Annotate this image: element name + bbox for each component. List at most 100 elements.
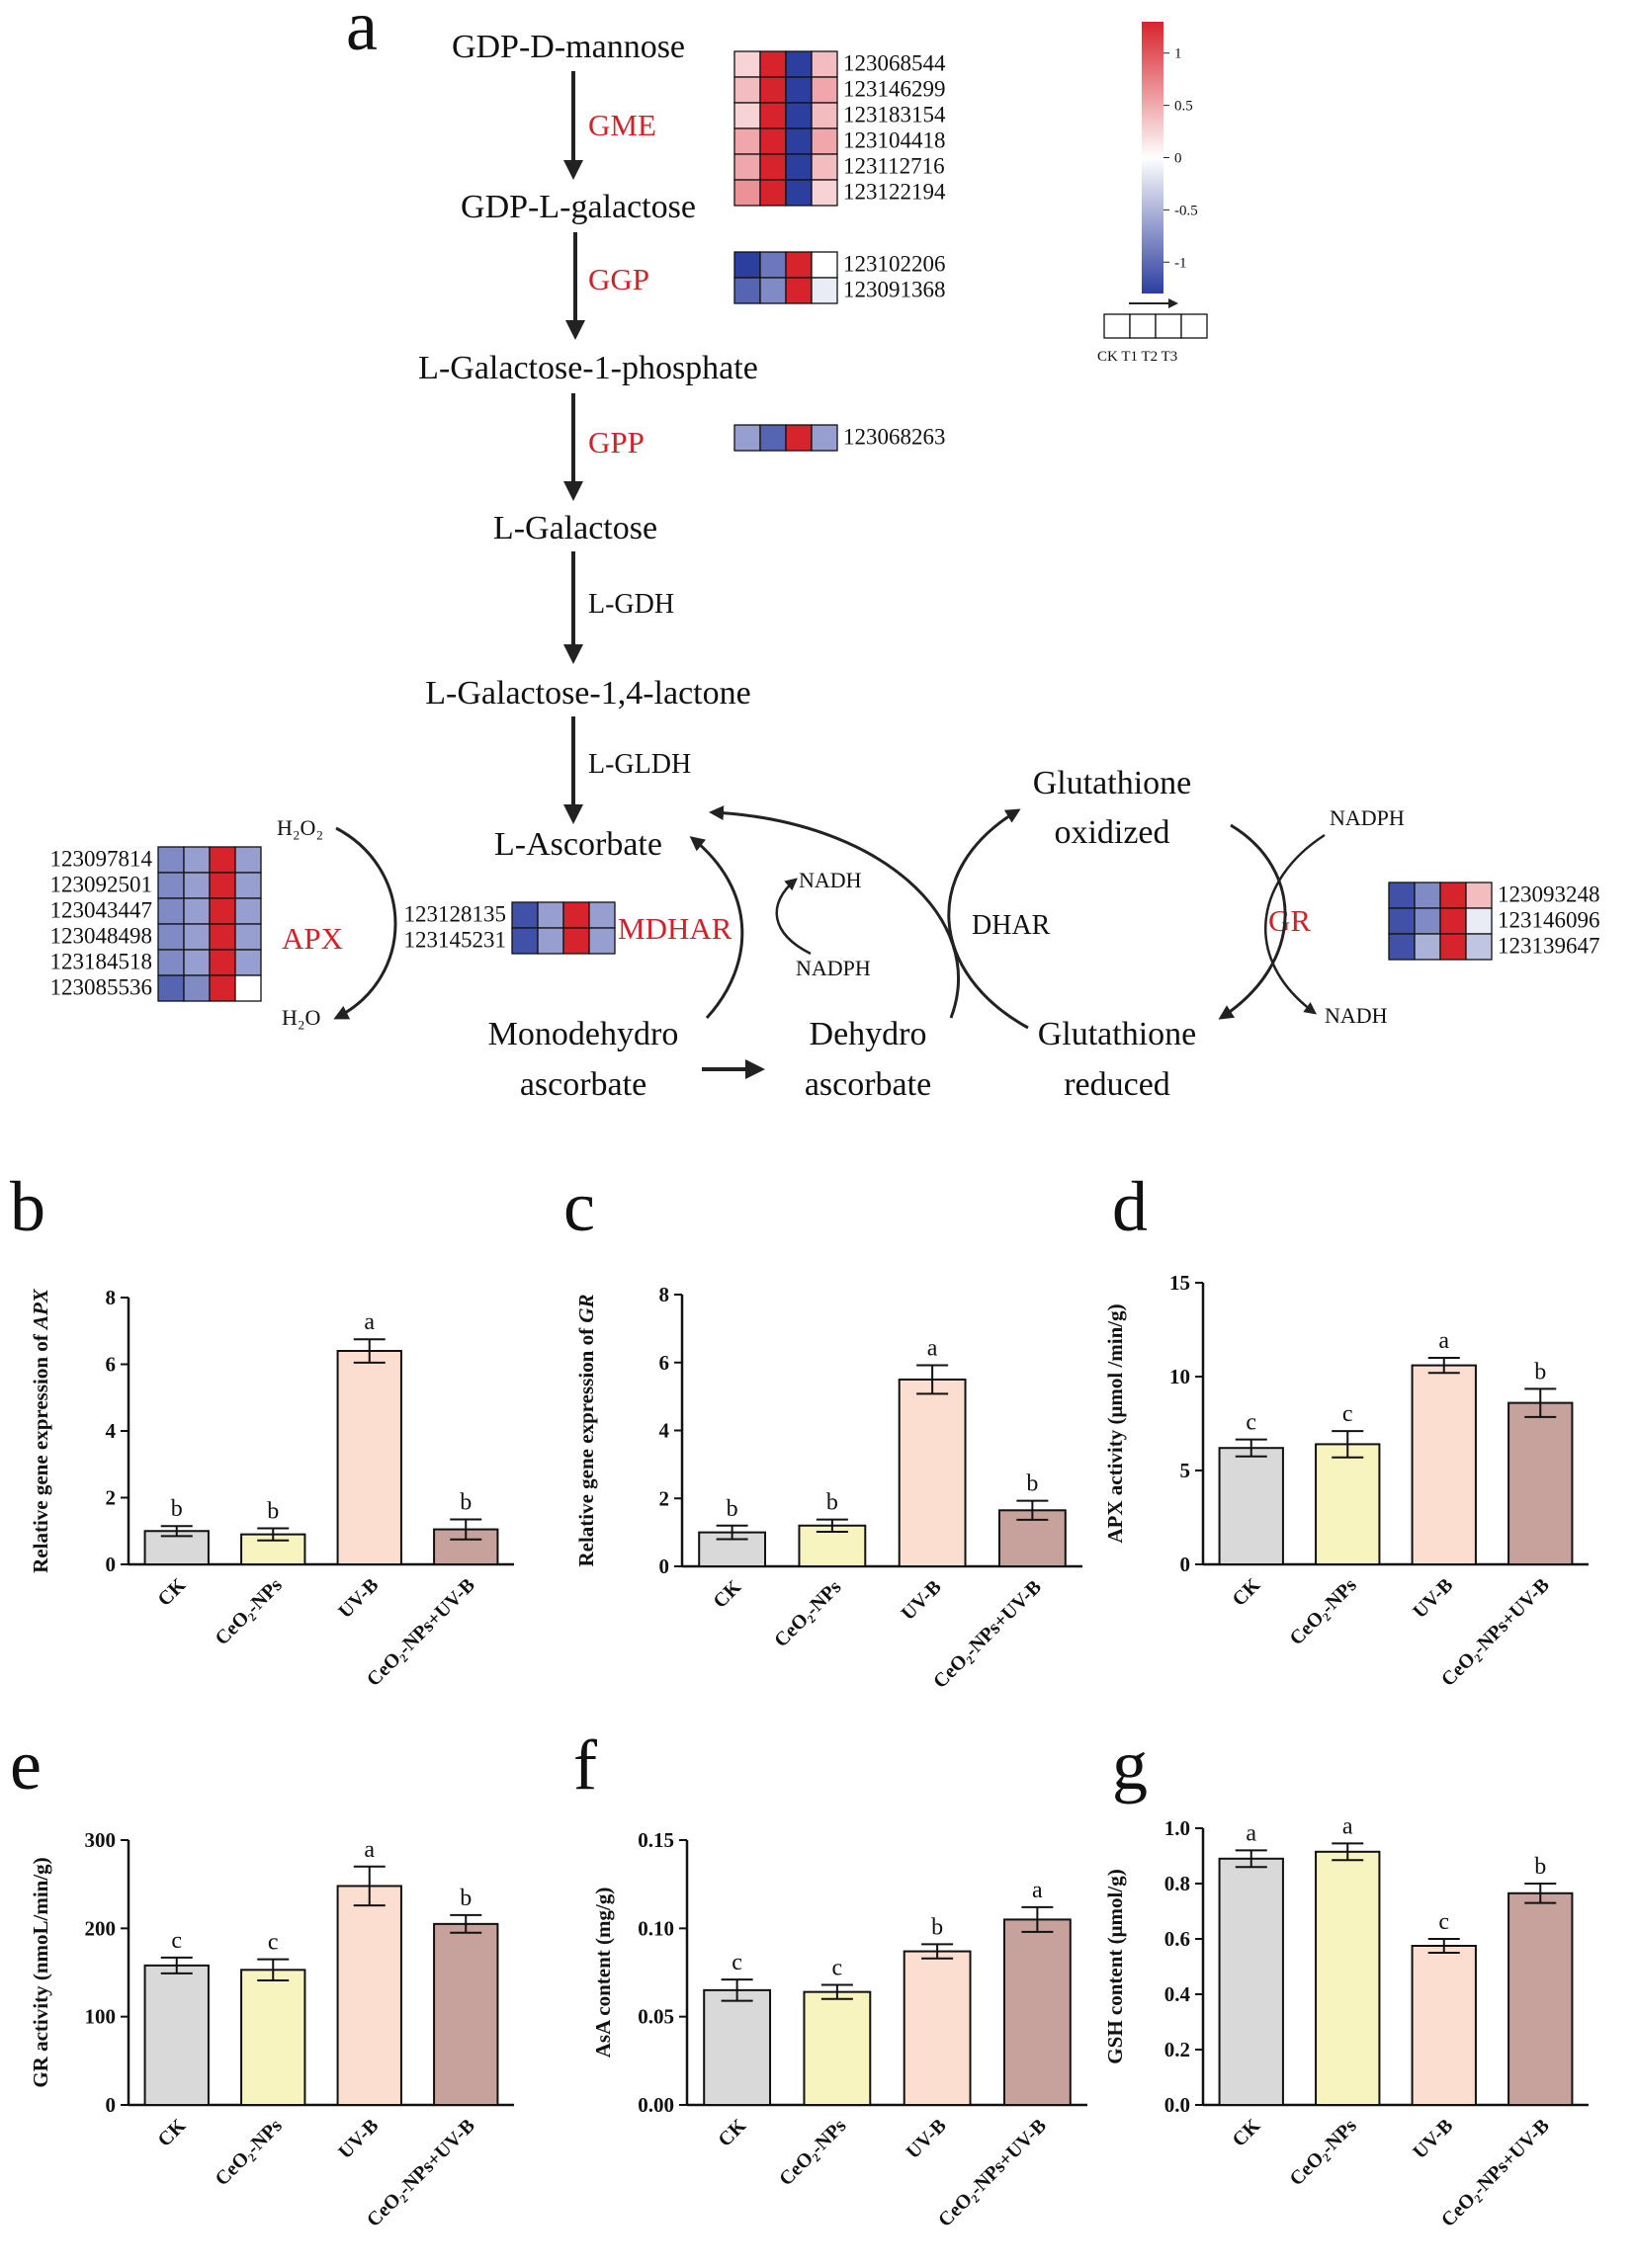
metabolite-dehydro: Dehydro: [810, 1016, 927, 1052]
panel-label-g: g: [1112, 1725, 1148, 1805]
significance-letter: b: [1026, 1471, 1038, 1497]
enzyme-dhar: DHAR: [972, 910, 1051, 941]
bar-d-3: [1507, 1401, 1574, 1565]
significance-letter: c: [171, 1928, 182, 1954]
significance-letter: c: [1246, 1410, 1256, 1436]
gene-id-label: 123093248: [1498, 882, 1600, 907]
arrow-dhar-ascorbate: [709, 805, 960, 1019]
panel-label-d: d: [1112, 1167, 1148, 1246]
heatmap-cell: [785, 277, 813, 304]
heatmap-legend: 10.50-0.5-1 CK T1 T2 T3: [1097, 22, 1208, 365]
y-tick-label: 100: [85, 2005, 117, 2029]
heatmap-cell: [1414, 882, 1441, 909]
panel-label-e: e: [10, 1725, 42, 1805]
category-label: UV-B: [334, 2115, 383, 2163]
heatmap-cell: [811, 50, 838, 78]
y-tick-label: 10: [1169, 1365, 1190, 1388]
heatmap-cell: [785, 102, 813, 129]
metabolite-monodehydro-ascorbate: ascorbate: [520, 1066, 646, 1103]
legend-boxes: [1103, 313, 1208, 339]
heatmap-cell: [759, 251, 787, 279]
heatmap-cell: [733, 251, 761, 279]
heatmap-cell: [811, 153, 838, 181]
metabolite-glutathione-reduced: Glutathione: [1038, 1016, 1197, 1052]
legend-column-box: [1155, 313, 1182, 339]
enzyme-l-gdh: L-GDH: [588, 589, 674, 620]
category-label: UV-B: [903, 2115, 951, 2163]
bar-c-2: [898, 1378, 967, 1567]
heatmap-cell: [183, 846, 211, 874]
heatmap-cell: [785, 251, 813, 279]
heatmap-cell: [785, 424, 813, 452]
heatmap-cell: [785, 153, 813, 181]
gene-id-label: 123184518: [50, 950, 153, 974]
category-label: CK: [709, 1576, 745, 1613]
bar-b-2: [336, 1350, 402, 1565]
metabolite-reduced: reduced: [1064, 1066, 1170, 1103]
heatmap-cell: [811, 251, 838, 279]
category-label: CK: [1229, 2115, 1265, 2151]
legend-tick-label: -1: [1174, 255, 1187, 271]
significance-letter: c: [1438, 1909, 1449, 1935]
category-label: CeO₂-NPs: [1285, 2115, 1361, 2191]
bar-g-3: [1507, 1891, 1574, 2107]
category-label: CeO₂-NPs+UV-B: [929, 1576, 1046, 1693]
metabolite-l-ascorbate: L-Ascorbate: [494, 826, 662, 863]
heatmap-cell: [759, 76, 787, 104]
heatmap-cell: [234, 974, 262, 1002]
legend-colorbar: [1142, 22, 1163, 294]
y-tick-label: 0.2: [1164, 2038, 1190, 2061]
category-label: CK: [154, 1574, 191, 1611]
category-label: CeO₂-NPs: [775, 2115, 851, 2191]
heatmap-cell: [209, 846, 236, 874]
heatmap-cell: [183, 872, 211, 899]
y-axis-label: AsA content (mg/g): [591, 1888, 615, 2058]
heatmap-cell: [733, 277, 761, 304]
y-axis-label: Relative gene expression of APX: [29, 1288, 52, 1573]
gene-id-label: 123102206: [843, 252, 946, 277]
heatmap-cell: [1388, 907, 1416, 935]
heatmap-cell: [759, 179, 787, 207]
heatmap-cell: [733, 50, 761, 78]
heatmap-cell: [759, 424, 787, 452]
significance-letter: b: [267, 1499, 279, 1525]
heatmap-cell: [785, 50, 813, 78]
cofactor-h2o2: H₂O₂: [277, 815, 323, 840]
heatmap-cell: [1388, 933, 1416, 961]
heatmap-cell: [759, 50, 787, 78]
heatmap-cell: [157, 949, 185, 976]
heatmap-cell: [785, 76, 813, 104]
heatmap-cell: [733, 127, 761, 155]
heatmap-cell: [1414, 907, 1441, 935]
gene-id-label: 123068263: [843, 425, 946, 450]
heatmap-cell: [209, 974, 236, 1002]
y-axis-label: GSH content (μmol/g): [1103, 1869, 1127, 2063]
heatmap-cell: [733, 102, 761, 129]
heatmap-cell: [1414, 933, 1441, 961]
y-tick-label: 0.10: [638, 1916, 674, 1940]
metabolite-oxidized: oxidized: [1054, 814, 1169, 851]
significance-letter: c: [832, 1956, 843, 1981]
heatmap-cell: [209, 923, 236, 951]
heatmap-cell: [811, 76, 838, 104]
cofactor-nadh-mdhar: NADH: [799, 868, 862, 892]
heatmap-cell: [157, 923, 185, 951]
heatmap-cell: [785, 127, 813, 155]
heatmap-cell: [157, 897, 185, 925]
y-tick-label: 0.05: [638, 2005, 674, 2029]
arrow-gr-nadph-nadh: [1264, 833, 1326, 1015]
y-tick-label: 0: [659, 1554, 670, 1578]
panel-label-f: f: [573, 1725, 597, 1805]
heatmap-cell: [157, 872, 185, 899]
bar-f-2: [903, 1950, 972, 2107]
heatmap-gpp: 123068263: [733, 424, 946, 452]
cofactor-nadph-gr: NADPH: [1330, 805, 1405, 830]
significance-letter: b: [1534, 1854, 1546, 1880]
significance-letter: b: [460, 1489, 472, 1515]
heatmap-cell: [1465, 907, 1493, 935]
heatmap-cell: [234, 949, 262, 976]
